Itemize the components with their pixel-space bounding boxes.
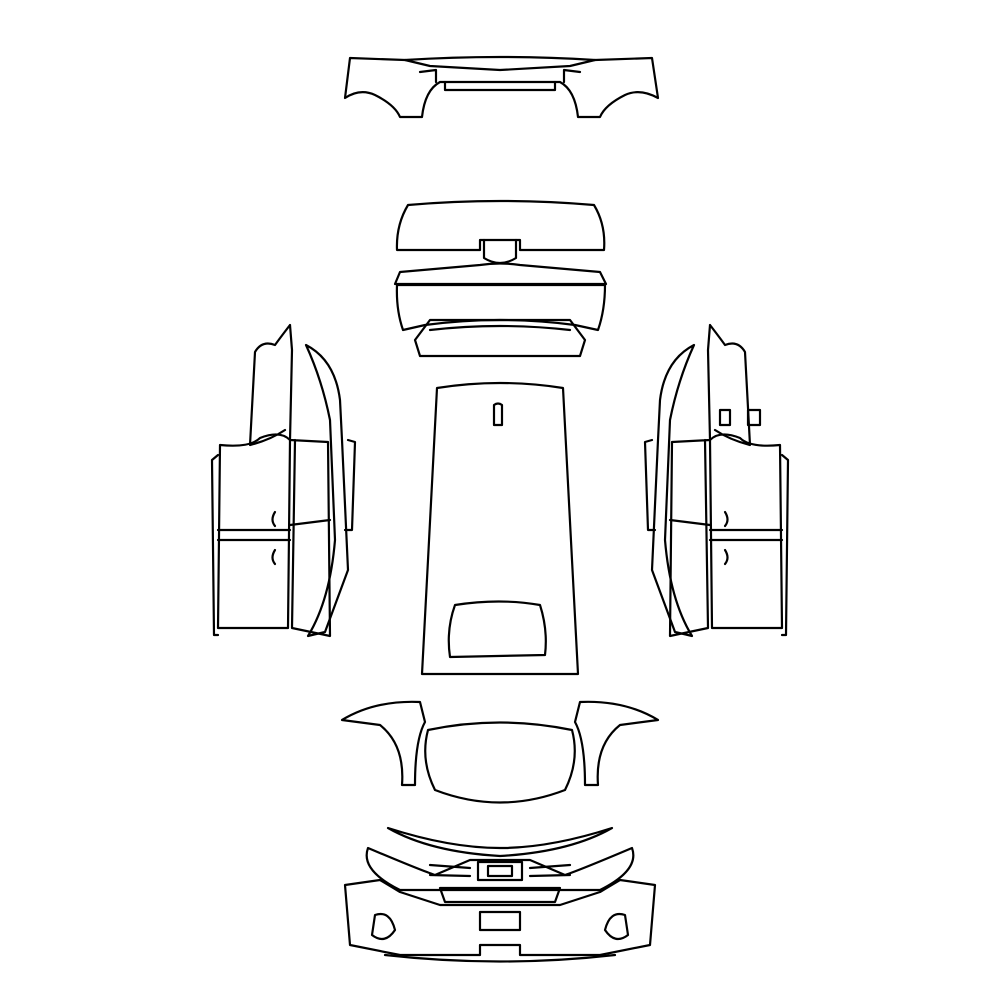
roof-and-hood xyxy=(420,381,580,676)
front-bumper-and-grille xyxy=(343,826,657,963)
trunk-and-rear-panel xyxy=(393,199,608,358)
right-side-panels xyxy=(643,323,790,638)
rear-bumper xyxy=(343,55,660,119)
front-fenders-and-hood-edge xyxy=(340,700,660,804)
left-side-panels xyxy=(210,323,357,638)
